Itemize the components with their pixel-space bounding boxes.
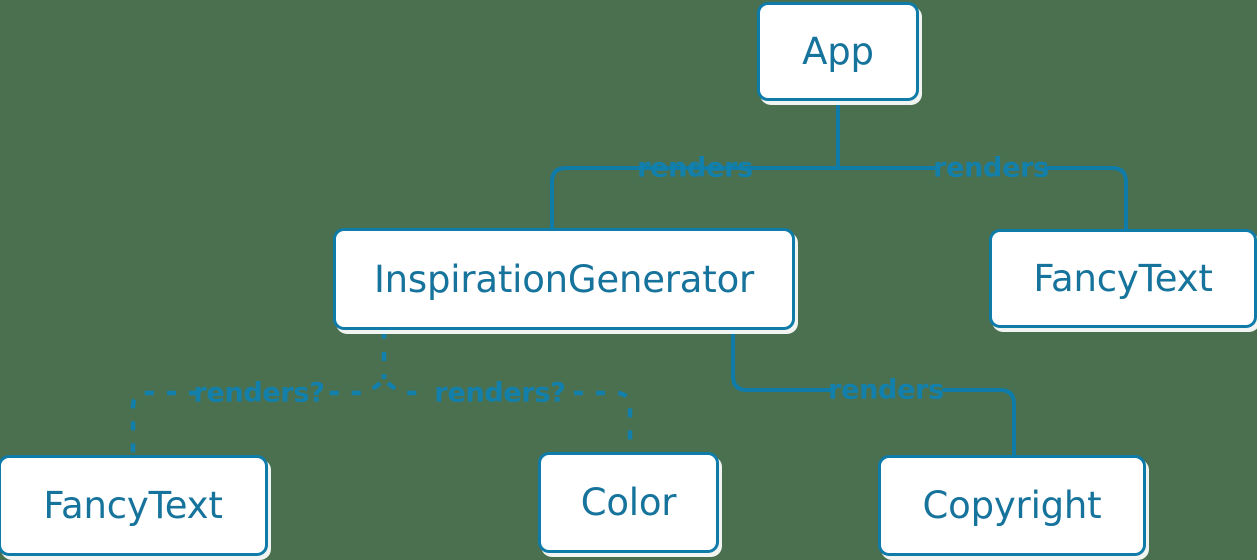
node-fancytext-right[interactable]: FancyText xyxy=(989,229,1257,328)
node-app[interactable]: App xyxy=(757,2,919,101)
edge-label-ig-to-fancytext: renders? xyxy=(193,377,325,409)
edge-label-app-to-inspiration-generator: renders xyxy=(637,152,753,184)
node-fancytext-bottom[interactable]: FancyText xyxy=(0,455,268,556)
node-fancytext-bottom-label: FancyText xyxy=(43,484,223,527)
node-app-label: App xyxy=(802,30,874,73)
edge-label-app-to-fancytext: renders xyxy=(933,152,1049,184)
node-copyright-label: Copyright xyxy=(922,484,1102,527)
node-inspiration-generator-label: InspirationGenerator xyxy=(373,257,755,301)
edge-label-ig-to-copyright: renders xyxy=(828,374,944,406)
node-color-label: Color xyxy=(580,481,677,524)
node-inspiration-generator[interactable]: InspirationGenerator xyxy=(333,228,795,330)
node-color[interactable]: Color xyxy=(538,452,719,553)
node-fancytext-right-label: FancyText xyxy=(1033,257,1213,300)
edge-label-ig-to-color: renders? xyxy=(434,377,566,409)
node-copyright[interactable]: Copyright xyxy=(878,455,1146,556)
